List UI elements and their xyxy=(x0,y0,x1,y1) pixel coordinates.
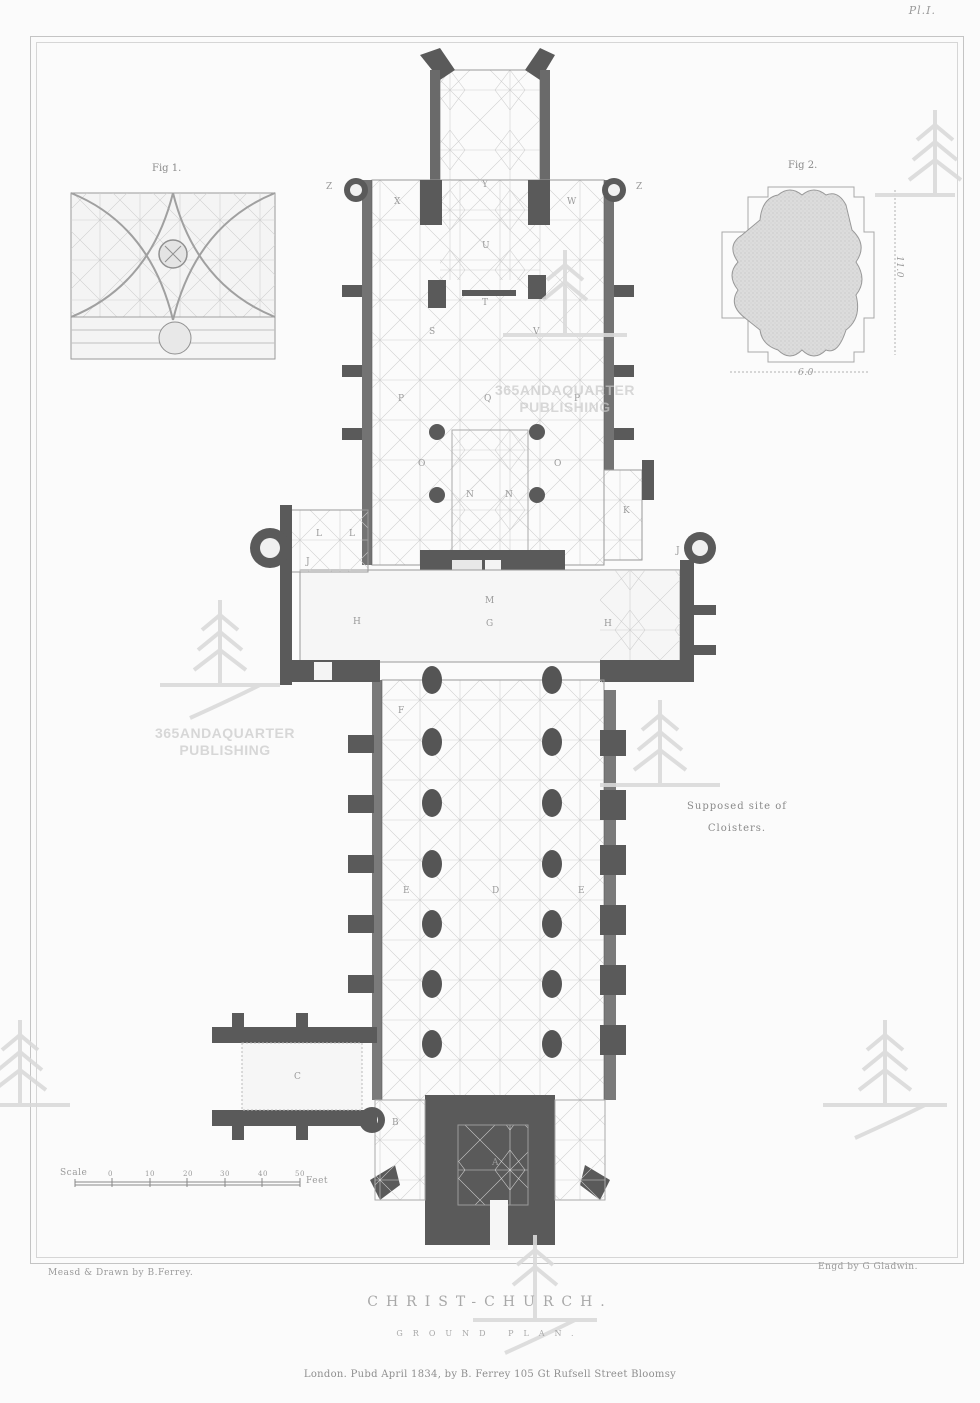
plate-number: Pl.I. xyxy=(908,4,936,17)
plan-label-p-right: P xyxy=(574,394,581,404)
plan-label-q: Q xyxy=(484,394,492,404)
plan-label-v: V xyxy=(533,327,540,337)
scale-tick-20: 20 xyxy=(183,1170,193,1178)
plan-label-f: F xyxy=(398,706,405,716)
plate-inner-border xyxy=(36,42,958,1258)
plan-label-z-left: Z xyxy=(326,182,333,192)
plan-label-o-left: O xyxy=(418,459,426,469)
plan-label-s: S xyxy=(429,327,436,337)
watermark-text-center: 365ANDAQUARTER PUBLISHING xyxy=(494,382,636,415)
scale-bar xyxy=(74,1178,301,1187)
scale-tick-0: 0 xyxy=(108,1170,113,1178)
figure-2-width-dim: 6.0 xyxy=(798,368,814,378)
plate-title: CHRIST-CHURCH. xyxy=(367,1294,613,1310)
plan-label-d: D xyxy=(492,886,500,896)
transept-block xyxy=(250,460,716,685)
plan-label-g: G xyxy=(486,619,494,629)
plan-label-a: A xyxy=(492,1158,499,1168)
plan-label-l-1: L xyxy=(316,529,323,539)
cloisters-annotation: Supposed site of Cloisters. xyxy=(672,796,802,840)
plan-label-k: K xyxy=(623,506,631,516)
plan-label-j-left: J xyxy=(306,557,311,567)
cloisters-annotation-line2: Cloisters. xyxy=(707,823,767,834)
figure-2-label: Fig 2. xyxy=(788,160,818,171)
plan-label-h-right: H xyxy=(604,619,613,629)
plan-label-y: Y xyxy=(482,180,489,190)
plan-label-m: M xyxy=(485,596,495,606)
plan-label-t: T xyxy=(482,298,489,308)
plan-label-j-right: J xyxy=(676,546,681,556)
figure-2-pier-section xyxy=(721,186,896,373)
watermark-logos xyxy=(0,110,963,1355)
plan-label-o-right: O xyxy=(554,459,562,469)
chapel-c xyxy=(212,1013,377,1140)
plan-label-u: U xyxy=(482,241,491,251)
plan-label-e-right: E xyxy=(578,886,586,896)
drawn-by-credit: Measd & Drawn by B.Ferrey. xyxy=(48,1268,194,1278)
plate-outer-border xyxy=(30,36,964,1264)
figure-1-label: Fig 1. xyxy=(152,163,182,174)
chancel-block xyxy=(342,48,634,590)
plan-label-b: B xyxy=(392,1118,400,1128)
watermark-text-left: 365ANDAQUARTER PUBLISHING xyxy=(154,725,296,758)
plan-label-n-right: N xyxy=(505,490,514,500)
scale-tick-30: 30 xyxy=(220,1170,230,1178)
plan-label-w: W xyxy=(567,197,577,207)
scale-tick-40: 40 xyxy=(258,1170,268,1178)
plan-label-n-left: N xyxy=(466,490,475,500)
plan-label-h-left: H xyxy=(353,617,362,627)
engraved-by-credit: Engd by G Gladwin. xyxy=(818,1262,918,1272)
cloisters-annotation-line1: Supposed site of xyxy=(687,801,787,812)
figure-1-vault-detail xyxy=(70,192,276,360)
scale-tick-50: 50 xyxy=(295,1170,305,1178)
plan-label-l-2: L xyxy=(349,529,356,539)
publisher-line: London. Pubd April 1834, by B. Ferrey 10… xyxy=(303,1369,677,1380)
plan-label-c: C xyxy=(294,1072,302,1082)
scale-tick-10: 10 xyxy=(145,1170,155,1178)
plan-label-e-left: E xyxy=(403,886,411,896)
plan-label-p-left: P xyxy=(398,394,405,404)
plate-subtitle: GROUND PLAN. xyxy=(396,1329,584,1338)
figure-2-height-dim: 11.0 xyxy=(894,255,905,279)
plan-label-x: X xyxy=(394,197,401,207)
scale-label: Scale xyxy=(60,1168,88,1178)
plan-label-z-right: Z xyxy=(636,182,643,192)
scale-unit: Feet xyxy=(306,1176,329,1186)
nave-block xyxy=(348,666,626,1250)
